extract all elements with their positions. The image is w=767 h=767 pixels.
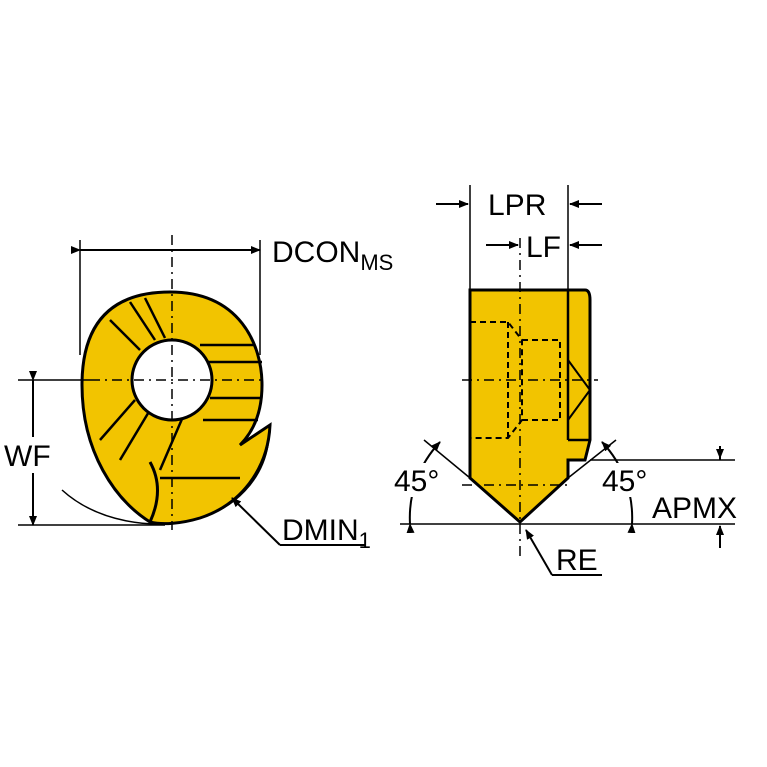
re-leader <box>525 529 553 576</box>
lf-label: LF <box>526 231 561 264</box>
angle-right-label: 45° <box>602 465 647 498</box>
re-label: RE <box>556 544 598 577</box>
dmin-label: DMIN1 <box>282 514 371 553</box>
insert-side-body <box>468 288 592 525</box>
side-view: LPR LF 45° 45° APMX RE <box>393 185 737 577</box>
angle-left-label: 45° <box>394 465 439 498</box>
top-view: DCONMS WF DMIN1 <box>2 235 393 553</box>
dmin-leader <box>231 497 281 546</box>
apmx-label: APMX <box>652 492 737 525</box>
dmin-arc <box>61 444 269 525</box>
lpr-label: LPR <box>488 189 546 222</box>
wf-label: WF <box>4 440 51 473</box>
dcon-label: DCONMS <box>272 236 393 275</box>
flute-cut <box>148 461 159 523</box>
